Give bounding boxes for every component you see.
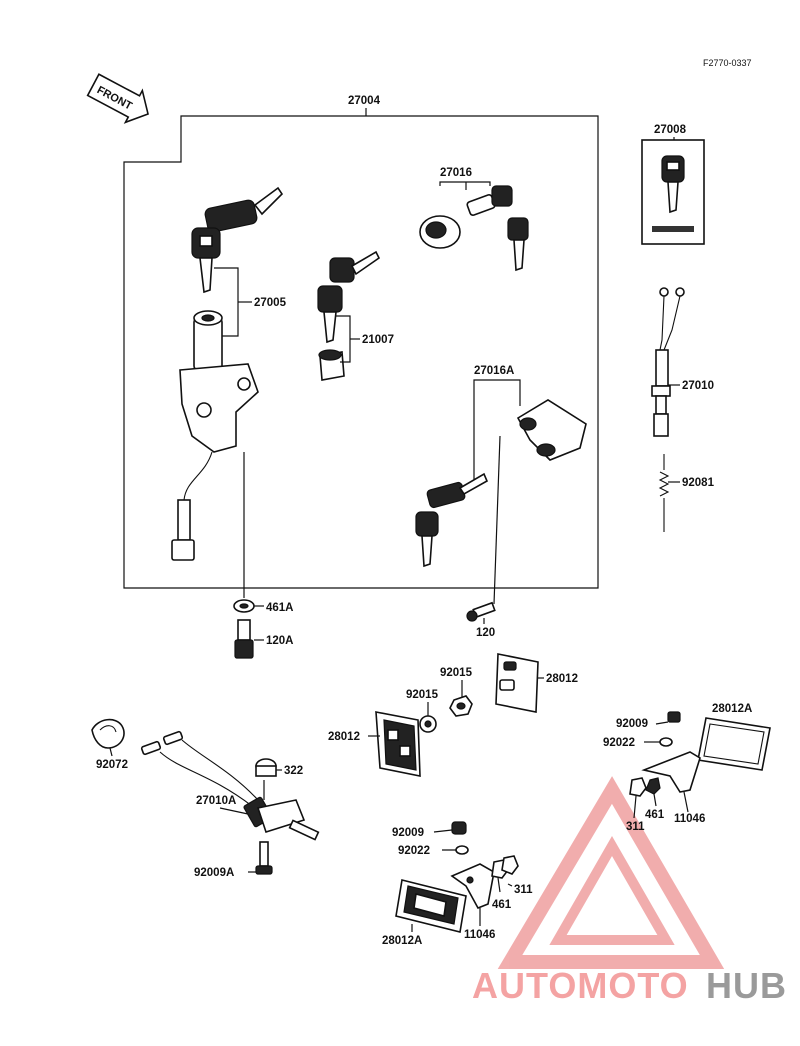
bracket-11046-center-icon [450, 821, 519, 910]
label-461-right: 461 [645, 809, 665, 821]
reflector-28012A-right-icon [697, 717, 771, 771]
reflector-28012-rear-icon [495, 653, 539, 713]
label-92015-b: 92015 [406, 689, 439, 701]
label-27005: 27005 [254, 297, 287, 309]
label-27016: 27016 [440, 167, 472, 179]
switch-27010-icon [651, 287, 685, 437]
label-27008: 27008 [654, 124, 687, 136]
nut-92015-icon [419, 695, 473, 733]
cap-322-icon [255, 758, 277, 777]
label-28012-a: 28012 [546, 673, 578, 685]
lock-27016A-icon [415, 399, 587, 568]
label-92022-right: 92022 [603, 737, 635, 749]
label-21007: 21007 [362, 334, 394, 346]
key-tag-27008-icon [641, 139, 705, 245]
ref-code: F2770-0337 [703, 58, 752, 68]
label-27004: 27004 [348, 95, 381, 107]
label-92015-a: 92015 [440, 667, 473, 679]
watermark-brand-a: AUTOMOTO [472, 965, 689, 1006]
label-27016A: 27016A [474, 365, 514, 377]
bolt-120A-icon [234, 619, 254, 659]
reflector-28012-front-icon [375, 711, 421, 777]
watermark-brand-b: HUB [706, 965, 787, 1006]
label-120: 120 [476, 627, 495, 639]
key-pair-21007-icon [317, 250, 381, 381]
label-461A: 461A [266, 602, 294, 614]
screw-92009A-icon [255, 841, 273, 875]
label-27010A: 27010A [196, 795, 236, 807]
label-28012-b: 28012 [328, 731, 360, 743]
spring-92081-icon [658, 454, 670, 532]
key-pair-icon [191, 186, 284, 294]
lock-27016-icon [419, 185, 529, 272]
watermark-logo [497, 776, 725, 969]
label-461-center: 461 [492, 899, 512, 911]
screw-120-icon [466, 601, 496, 622]
label-92072: 92072 [96, 759, 128, 771]
label-28012A-center: 28012A [382, 935, 422, 947]
label-322: 322 [284, 765, 303, 777]
label-27010: 27010 [682, 380, 714, 392]
front-arrow-icon: FRONT [86, 73, 149, 124]
switch-27010A-icon [140, 730, 320, 841]
label-92009-right: 92009 [616, 718, 648, 730]
label-11046-right: 11046 [674, 813, 705, 825]
label-311-center: 311 [514, 884, 533, 896]
label-92081: 92081 [682, 477, 715, 489]
washer-461A-icon [233, 599, 255, 613]
label-311-right: 311 [626, 821, 645, 833]
label-92009-center: 92009 [392, 827, 424, 839]
label-28012A-right: 28012A [712, 703, 752, 715]
ignition-switch-icon [171, 310, 259, 561]
label-92022-center: 92022 [398, 845, 430, 857]
clamp-92072-icon [91, 718, 125, 749]
kit-outline [123, 108, 599, 589]
label-120A: 120A [266, 635, 294, 647]
bracket-11046-right-icon [629, 711, 701, 797]
label-92009A: 92009A [194, 867, 234, 879]
label-11046-center: 11046 [464, 929, 495, 941]
reflector-28012A-center-icon [395, 879, 467, 933]
